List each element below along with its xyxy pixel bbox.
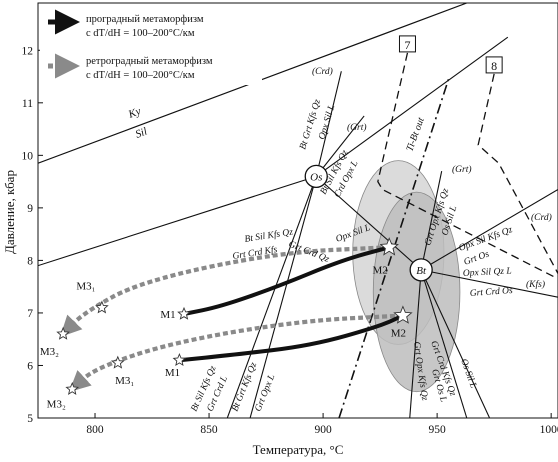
reaction-line (315, 71, 342, 177)
x-tick-label: 900 (314, 424, 332, 436)
x-tick-label: 800 (86, 424, 104, 436)
x-axis-label: Температура, °C (253, 442, 344, 457)
invariant-point-Os (304, 164, 328, 189)
y-tick-label: 7 (27, 308, 33, 320)
reaction-tag: (Crd) (312, 66, 333, 77)
x-tick-label: 850 (200, 424, 218, 436)
y-tick-label: 10 (22, 150, 34, 162)
sample-star (379, 237, 399, 256)
reaction-tag: (Grt) (452, 164, 472, 175)
pt-path-label: M3₁ (115, 375, 134, 387)
prograde-path (179, 313, 404, 363)
ky-label: Ky (126, 105, 143, 121)
reaction-lines (38, 3, 558, 418)
reaction-label: Bt Grt Kfs Qz (297, 98, 323, 151)
reaction-label: Bt Sil Kfs Qz (244, 226, 294, 245)
sample-star (65, 381, 80, 395)
legend: проградный метаморфизм с dT/dH = 100–200… (40, 5, 262, 85)
reaction-line (226, 176, 317, 418)
pt-path-label: M2 (391, 328, 406, 340)
y-axis-label: Давление, кбар (2, 170, 17, 254)
reaction-label: Grt Crd Kfs (232, 244, 279, 262)
invariant-point-Bt (409, 258, 433, 282)
legend-retrograde-line2: с dT/dH = 100–200°C/км (86, 70, 195, 81)
stability-fields (352, 160, 461, 393)
invariant-point-label: Bt (416, 265, 427, 277)
y-tick-label: 12 (22, 45, 34, 57)
dashed-boundary-8 (477, 73, 558, 274)
invariant-point-label: Os (310, 171, 322, 183)
reaction-label: Grt Os (463, 249, 491, 267)
reaction-tag: (Crd) (531, 212, 552, 223)
reaction-line (421, 269, 558, 298)
sample-star (56, 326, 70, 340)
reaction-line (315, 36, 509, 177)
x-tick-label: 950 (428, 424, 446, 436)
reaction-label: Opx Sil Qz L (463, 266, 512, 279)
reaction-line (409, 269, 422, 418)
y-tick-label: 5 (27, 413, 33, 425)
reaction-line (315, 175, 422, 271)
pt-path-label: M2 (372, 265, 387, 277)
retrograde-path (60, 245, 390, 337)
legend-retrograde-line1: ретроградный метаморфизм (86, 56, 213, 67)
y-tick-label: 6 (27, 360, 33, 372)
sample-star (110, 355, 125, 369)
pt-path-label: M1 (160, 309, 175, 321)
ti-bt-out-label: Ti-Bt out (404, 116, 426, 153)
sample-star (172, 353, 187, 367)
plot-frame (37, 2, 558, 419)
reaction-tag: (Kfs) (526, 279, 545, 290)
sil-label: Sil (134, 126, 149, 141)
boundary-box-8 (485, 56, 503, 74)
x-tick-label: 1000 (540, 424, 558, 436)
boundary-box-label: 8 (491, 59, 497, 73)
reaction-line (420, 269, 491, 418)
sample-star (393, 305, 413, 324)
axes: 800 850 900 950 1000 5 6 7 8 9 10 11 12 (22, 45, 558, 436)
field-dark (372, 191, 461, 393)
legend-prograde-line1: проградный метаморфизм (86, 14, 204, 25)
reaction-line (420, 189, 558, 271)
reaction-line (315, 115, 365, 177)
pt-path-label: M3₂ (40, 346, 59, 358)
y-tick-label: 11 (22, 98, 33, 110)
reaction-line (38, 175, 317, 267)
reaction-line (249, 176, 317, 418)
pt-path-label: M3₁ (76, 280, 95, 292)
boundary-box-7 (398, 35, 416, 53)
reaction-label: Grt Crd Os (470, 286, 514, 299)
sample-star (95, 300, 109, 314)
reaction-line (420, 170, 443, 270)
reaction-line (420, 269, 468, 418)
reaction-tag: (Grt) (347, 122, 367, 133)
pt-path-label: M1 (165, 367, 180, 379)
y-tick-label: 8 (27, 255, 33, 267)
y-tick-label: 9 (27, 203, 33, 215)
reaction-label: Os Sil L (458, 358, 478, 390)
dashed-boundary-7 (377, 52, 558, 280)
sample-star (177, 306, 191, 320)
prograde-path (183, 245, 390, 316)
pt-path-label: M3₂ (47, 398, 66, 410)
boundary-box-label: 7 (404, 38, 410, 52)
legend-prograde-line2: с dT/dH = 100–200°C/км (86, 28, 195, 39)
